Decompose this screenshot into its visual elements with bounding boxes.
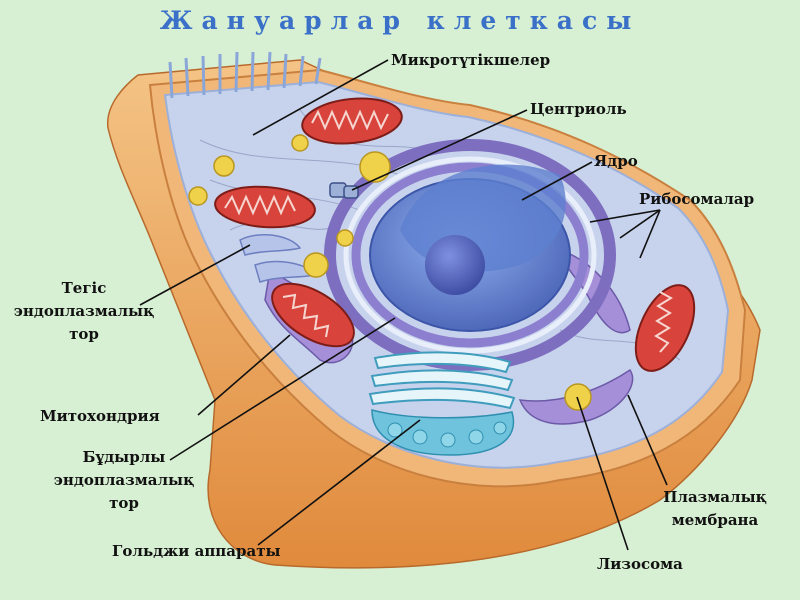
label-rough-er: Бұдырлы эндоплазмалық тор [40,446,208,515]
label-lysosome: Лизосома [597,553,683,576]
label-smooth-er: Тегіс эндоплазмалық тор [0,277,168,346]
label-rough-er-line1: Бұдырлы [40,446,208,469]
label-plasma-membrane-line1: Плазмалық [640,486,790,509]
golgi-apparatus [370,352,514,408]
label-rough-er-line2: эндоплазмалық [40,469,208,492]
label-smooth-er-line3: тор [0,323,168,346]
label-golgi: Гольджи аппараты [112,540,281,563]
label-plasma-membrane: Плазмалық мембрана [640,486,790,532]
label-smooth-er-line2: эндоплазмалық [0,300,168,323]
label-centriole: Центриоль [530,98,627,121]
label-ribosomes: Рибосомалар [639,188,754,211]
label-plasma-membrane-line2: мембрана [640,509,790,532]
label-microtubules: Микротүтікшелер [391,49,550,72]
label-rough-er-line3: тор [40,492,208,515]
label-mitochondria: Митохондрия [40,405,160,428]
label-nucleus: Ядро [594,150,638,173]
label-smooth-er-line1: Тегіс [0,277,168,300]
nucleolus [425,235,485,295]
centriole [330,183,358,198]
